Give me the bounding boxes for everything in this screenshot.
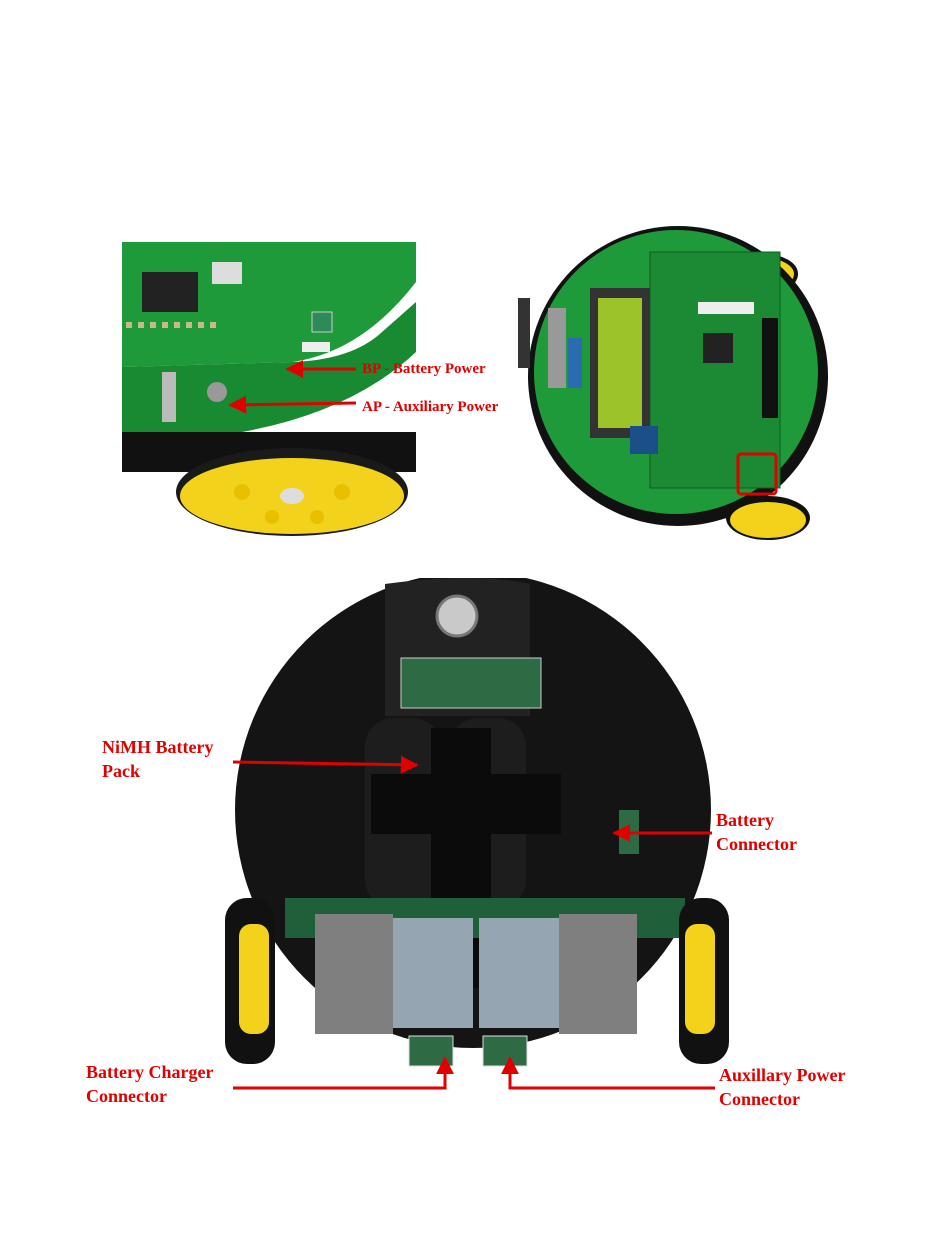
label-nimh-battery-pack: NiMH Battery Pack bbox=[102, 735, 213, 783]
label-aux-connector-line1: Auxillary Power bbox=[719, 1063, 845, 1087]
label-battery-power: BP - Battery Power bbox=[362, 359, 486, 379]
label-charger-line1: Battery Charger bbox=[86, 1060, 213, 1084]
label-battery-charger-connector: Battery Charger Connector bbox=[86, 1060, 213, 1108]
arrow-aux-connector bbox=[510, 1058, 715, 1088]
label-charger-line2: Connector bbox=[86, 1084, 213, 1108]
label-nimh-line2: Pack bbox=[102, 759, 213, 783]
label-auxillary-power-connector: Auxillary Power Connector bbox=[719, 1063, 845, 1111]
label-nimh-line1: NiMH Battery bbox=[102, 735, 213, 759]
arrow-charger-connector bbox=[233, 1058, 445, 1088]
label-battery-connector-line1: Battery bbox=[716, 808, 797, 832]
label-battery-connector-line2: Connector bbox=[716, 832, 797, 856]
label-aux-connector-line2: Connector bbox=[719, 1087, 845, 1111]
label-auxiliary-power: AP - Auxiliary Power bbox=[362, 397, 498, 417]
arrow-nimh-pack bbox=[233, 762, 417, 765]
arrow-auxiliary-power bbox=[230, 403, 356, 405]
label-battery-connector: Battery Connector bbox=[716, 808, 797, 856]
